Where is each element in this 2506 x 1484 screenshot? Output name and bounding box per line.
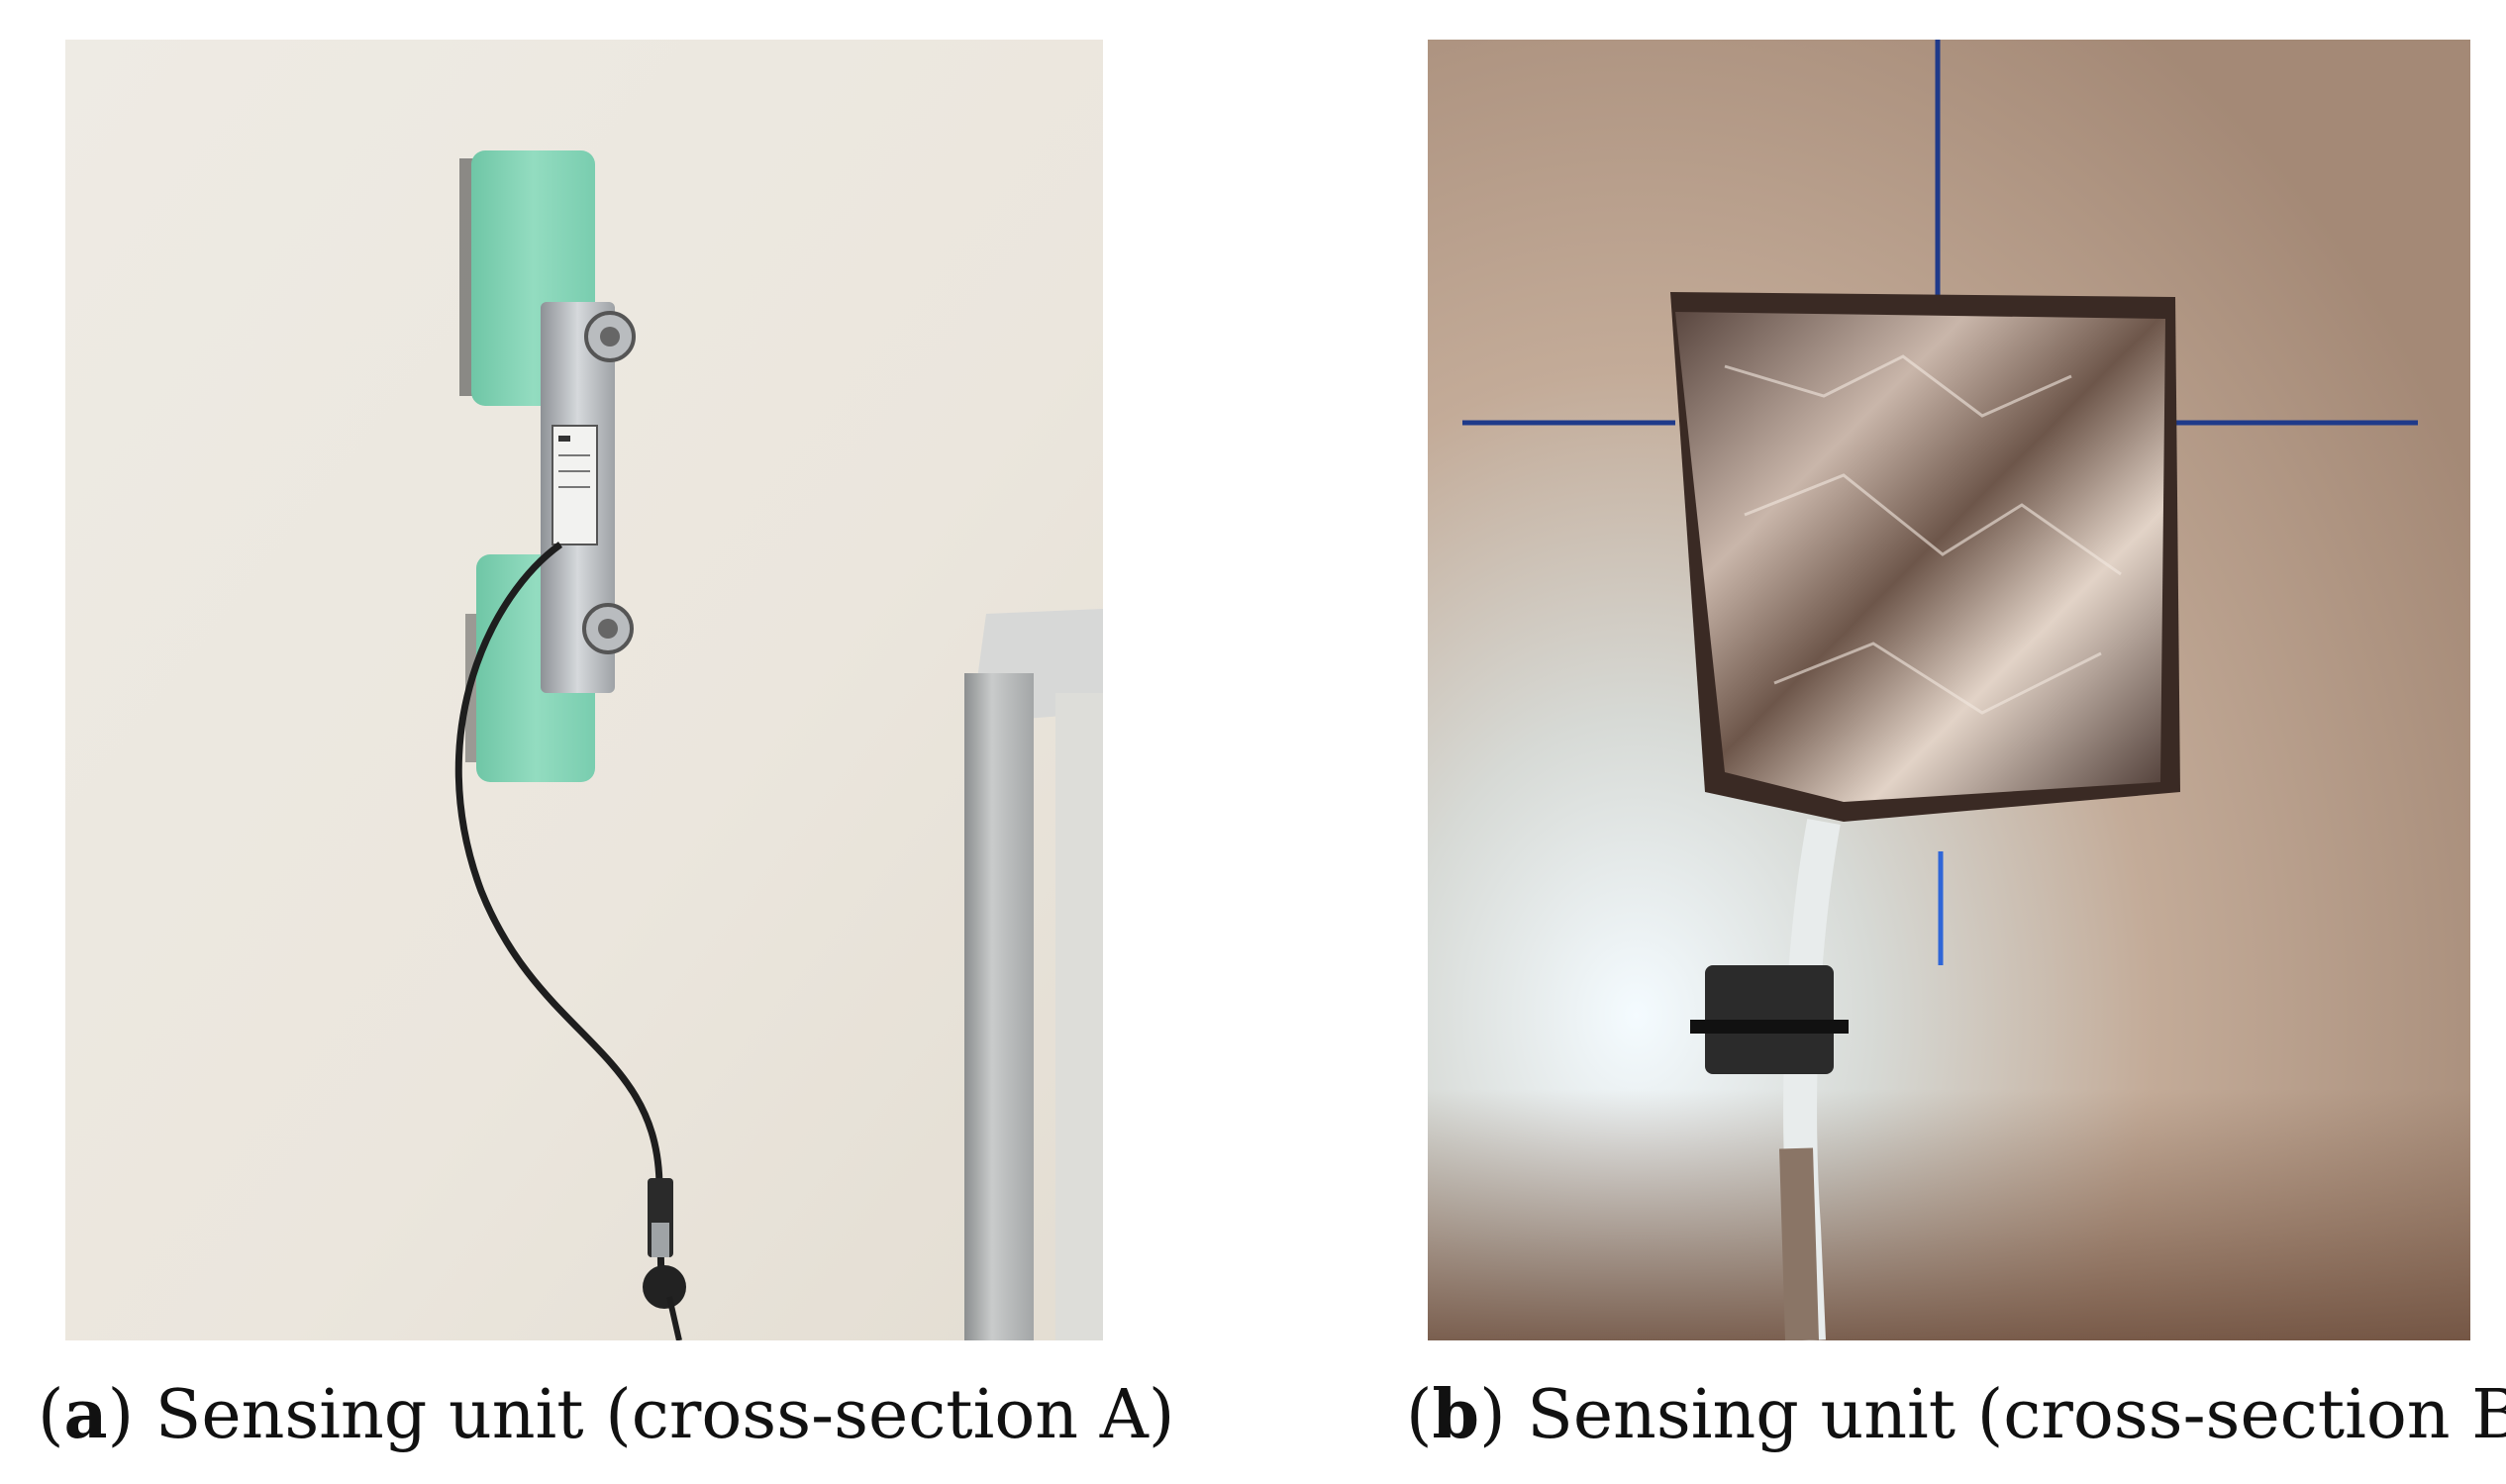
caption-a-label: a (63, 1375, 108, 1454)
photo-sensing-unit-b (1428, 40, 2470, 1340)
metal-railing (964, 609, 1103, 1340)
sensor-cable (454, 542, 665, 1288)
photo-a-illustration (65, 40, 1103, 1340)
caption-a: (a) Sensing unit (cross-section A) (38, 1375, 1175, 1454)
caption-b: (b) Sensing unit (cross-section B) (1406, 1381, 2506, 1449)
photo-b-illustration (1428, 40, 2470, 1340)
caption-b-label: b (1432, 1375, 1480, 1454)
blue-cross-marks (1462, 40, 2418, 965)
caption-b-text: Sensing unit (cross-section B) (1527, 1376, 2506, 1454)
foil-patch (1675, 312, 2165, 802)
caption-a-text: Sensing unit (cross-section A) (154, 1376, 1175, 1454)
photo-sensing-unit-a (65, 40, 1103, 1340)
